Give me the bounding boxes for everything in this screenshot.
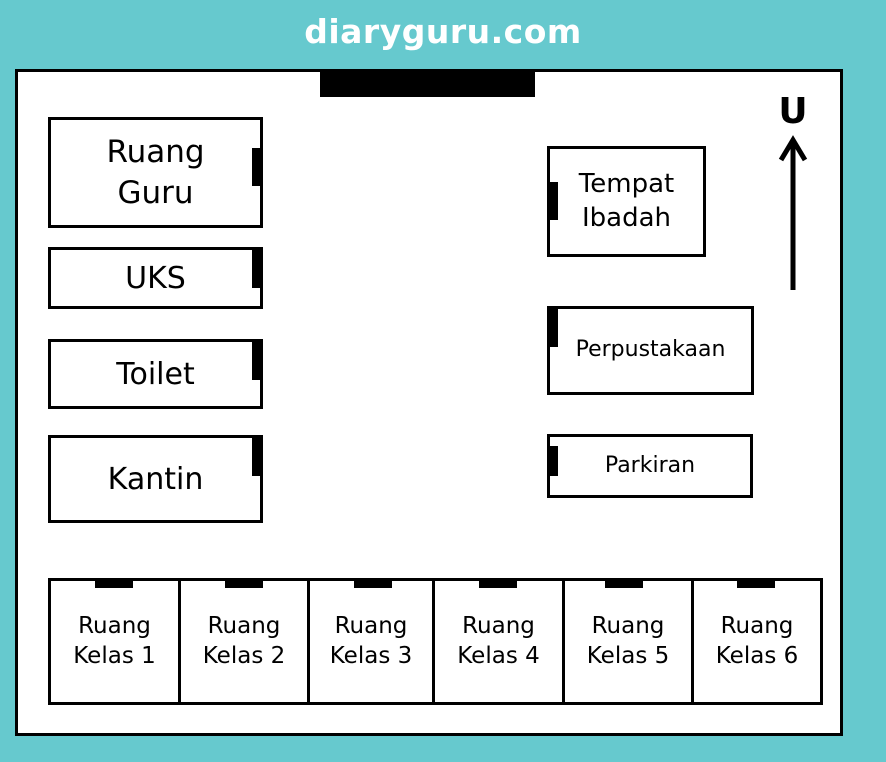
door xyxy=(550,446,558,476)
floor-plan: Ruang Guru UKS Toilet Kantin Tempat Ibad… xyxy=(15,69,843,736)
room-kantin: Kantin xyxy=(48,435,263,523)
room-label: Ruang Kelas 6 xyxy=(715,612,799,669)
room-label: Ruang Kelas 1 xyxy=(73,612,156,669)
door xyxy=(252,438,260,476)
door xyxy=(550,309,558,347)
door xyxy=(95,581,133,588)
site-logo: diaryguru.com xyxy=(304,12,582,51)
room-label: Kantin xyxy=(107,461,204,497)
door xyxy=(252,342,260,380)
room-label: Toilet xyxy=(116,356,195,392)
room-toilet: Toilet xyxy=(48,339,263,409)
classroom-6: Ruang Kelas 6 xyxy=(691,578,823,705)
room-parkiran: Parkiran xyxy=(547,434,753,498)
room-label: Tempat Ibadah xyxy=(578,168,675,233)
room-label: UKS xyxy=(125,260,186,296)
classroom-5: Ruang Kelas 5 xyxy=(562,578,694,705)
door xyxy=(354,581,392,588)
door xyxy=(225,581,263,588)
room-label: Ruang Kelas 4 xyxy=(457,612,540,669)
north-arrow-icon xyxy=(778,135,808,290)
main-gate xyxy=(320,72,535,97)
door xyxy=(252,148,260,186)
classroom-1: Ruang Kelas 1 xyxy=(48,578,181,705)
door xyxy=(737,581,775,588)
classroom-4: Ruang Kelas 4 xyxy=(432,578,565,705)
room-label: Parkiran xyxy=(604,452,696,478)
door xyxy=(479,581,517,588)
north-label: U xyxy=(778,91,808,132)
room-ruang-guru: Ruang Guru xyxy=(48,117,263,228)
classroom-3: Ruang Kelas 3 xyxy=(307,578,435,705)
door xyxy=(550,182,558,220)
classroom-2: Ruang Kelas 2 xyxy=(178,578,310,705)
room-tempat-ibadah: Tempat Ibadah xyxy=(547,146,706,257)
room-label: Ruang Kelas 3 xyxy=(329,612,413,669)
room-label: Perpustakaan xyxy=(575,337,726,363)
room-uks: UKS xyxy=(48,247,263,309)
room-perpustakaan: Perpustakaan xyxy=(547,306,754,395)
room-label: Ruang Guru xyxy=(106,134,205,211)
door xyxy=(605,581,643,588)
north-compass: U xyxy=(773,92,813,292)
room-label: Ruang Kelas 5 xyxy=(586,612,670,669)
door xyxy=(252,250,260,288)
room-label: Ruang Kelas 2 xyxy=(202,612,286,669)
